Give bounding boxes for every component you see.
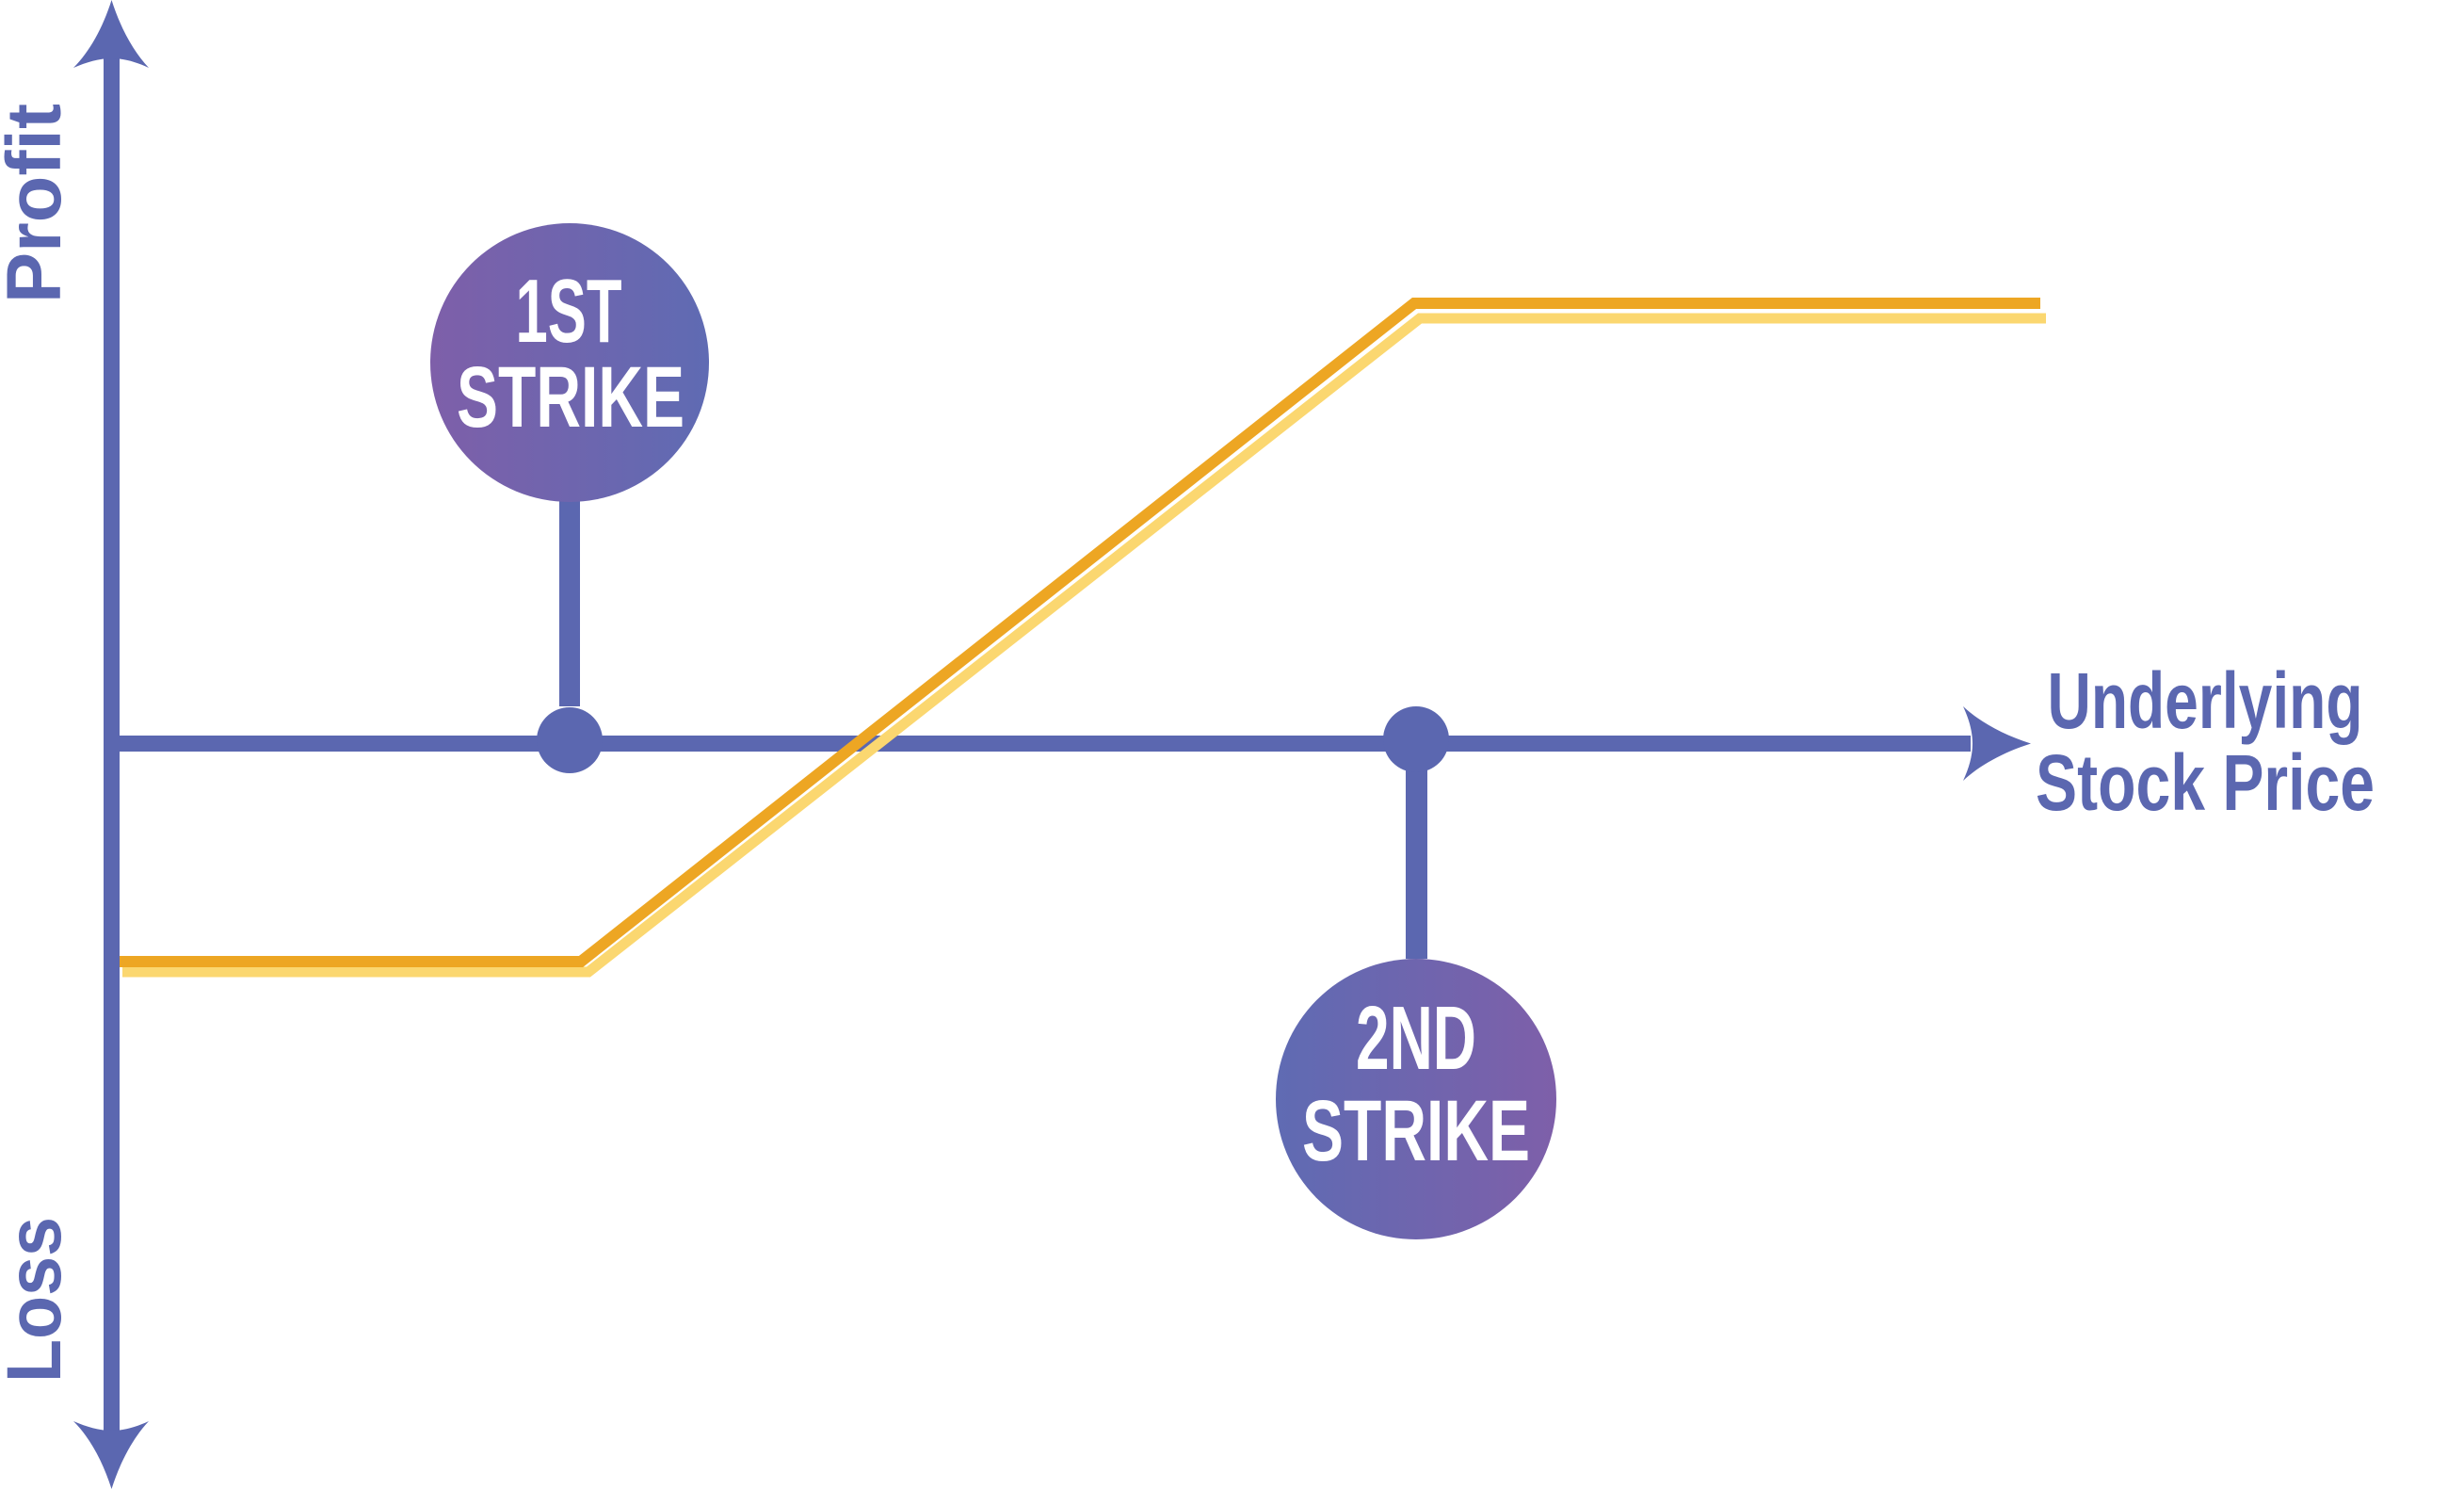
x-axis: Underlying Stock Price — [111, 656, 2375, 827]
arrow-right-icon — [1963, 706, 2031, 781]
second-strike-stem — [1406, 753, 1427, 959]
first-strike-label-line2: STRIKE — [457, 349, 684, 445]
x-axis-label-line1: Underlying — [2048, 656, 2363, 745]
second-strike-marker: 2ND STRIKE — [1276, 706, 1556, 1239]
x-axis-line — [111, 736, 1971, 752]
first-strike-stem — [559, 499, 580, 706]
y-axis: Profit Loss — [0, 0, 149, 1489]
x-axis-label-line2: Stock Price — [2036, 738, 2375, 827]
second-strike-label-line2: STRIKE — [1302, 1083, 1530, 1179]
second-strike-badge — [1276, 959, 1556, 1239]
second-strike-label-line1: 2ND — [1356, 988, 1476, 1089]
y-axis-bottom-label: Loss — [0, 1217, 77, 1383]
payoff-line-primary — [120, 298, 2040, 967]
payoff-lines — [120, 298, 2046, 978]
second-strike-point — [1383, 706, 1449, 772]
first-strike-marker: 1ST STRIKE — [430, 223, 709, 773]
first-strike-point — [537, 707, 603, 773]
first-strike-badge — [430, 223, 709, 502]
arrow-up-icon — [73, 0, 149, 68]
arrow-down-icon — [73, 1421, 149, 1489]
payoff-line-shadow — [122, 313, 2046, 978]
first-strike-label-line1: 1ST — [516, 261, 622, 362]
y-axis-top-label: Profit — [0, 104, 77, 303]
